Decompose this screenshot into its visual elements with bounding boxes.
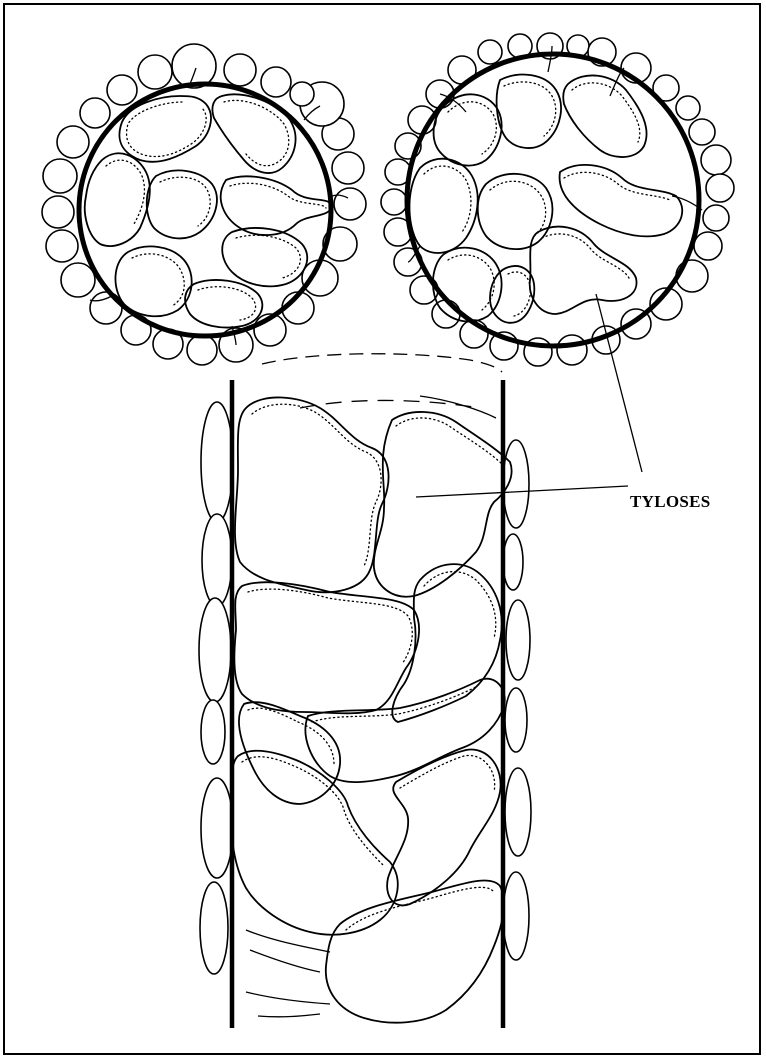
tyloses-label: TYLOSES (630, 492, 711, 512)
lateral-cells-left (199, 402, 233, 974)
tyloses-longitudinal (232, 396, 512, 1023)
vessel-wall-left (79, 84, 331, 336)
cross-section-left (42, 44, 366, 365)
cross-section-right (381, 33, 734, 366)
lateral-cells-right (503, 440, 531, 960)
longitudinal-vessel (199, 354, 531, 1028)
surrounding-cells-right (381, 33, 734, 366)
